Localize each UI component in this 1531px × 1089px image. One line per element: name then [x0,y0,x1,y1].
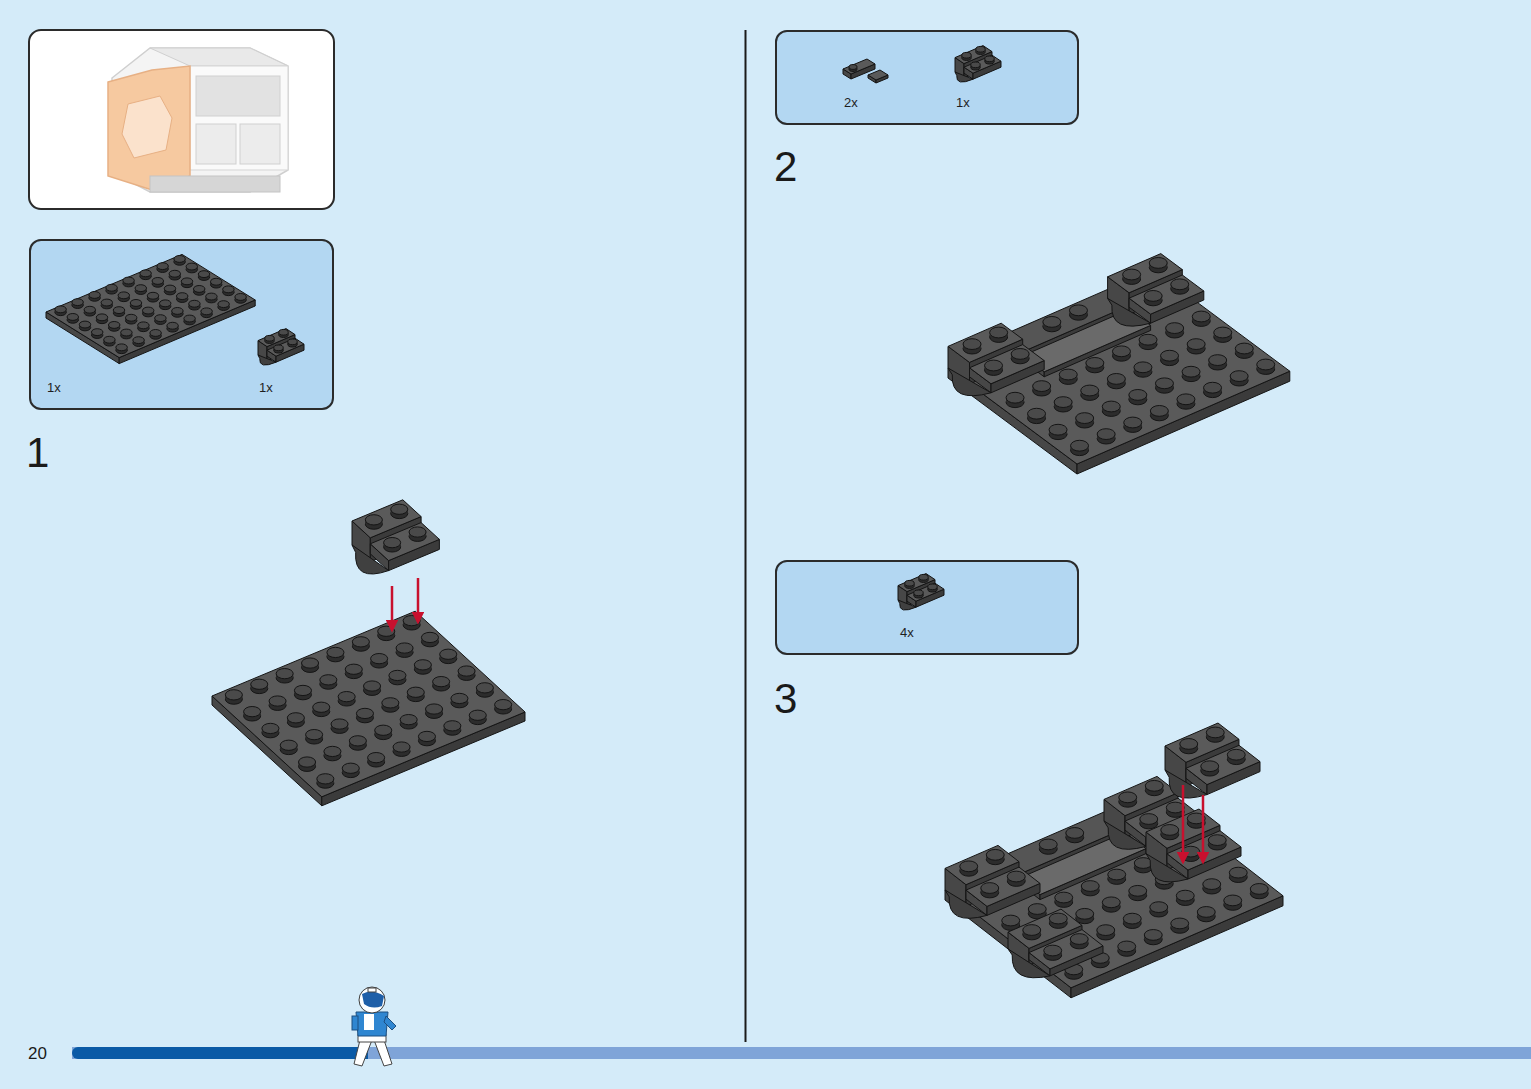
preview-model [108,48,288,192]
preview-box [29,30,334,209]
progress-fill [72,1047,368,1059]
parts-icons [46,46,1001,610]
part-quantity: 1x [259,381,273,394]
step-number: 1 [26,432,49,474]
part-quantity: 1x [956,96,970,109]
page-number: 20 [28,1045,47,1062]
placement-arrow [1202,795,1205,862]
parts-callout-box: 4x [775,560,1079,655]
parts-callout-box: 2x 1x [775,30,1079,125]
step-number: 2 [774,146,797,188]
step-3-model [945,723,1283,998]
page-divider [745,30,747,1042]
placement-arrow [1182,785,1185,862]
placement-arrow [417,578,420,622]
placement-arrow [391,586,394,630]
minifigure [352,987,396,1066]
part-quantity: 2x [844,96,858,109]
step-1-model [212,500,525,806]
step-number: 3 [774,678,797,720]
part-quantity: 4x [900,626,914,639]
progress-bar [72,1047,1531,1059]
parts-callout-box: 1x 1x [29,239,334,410]
step-2-model [948,254,1290,474]
part-quantity: 1x [47,381,61,394]
